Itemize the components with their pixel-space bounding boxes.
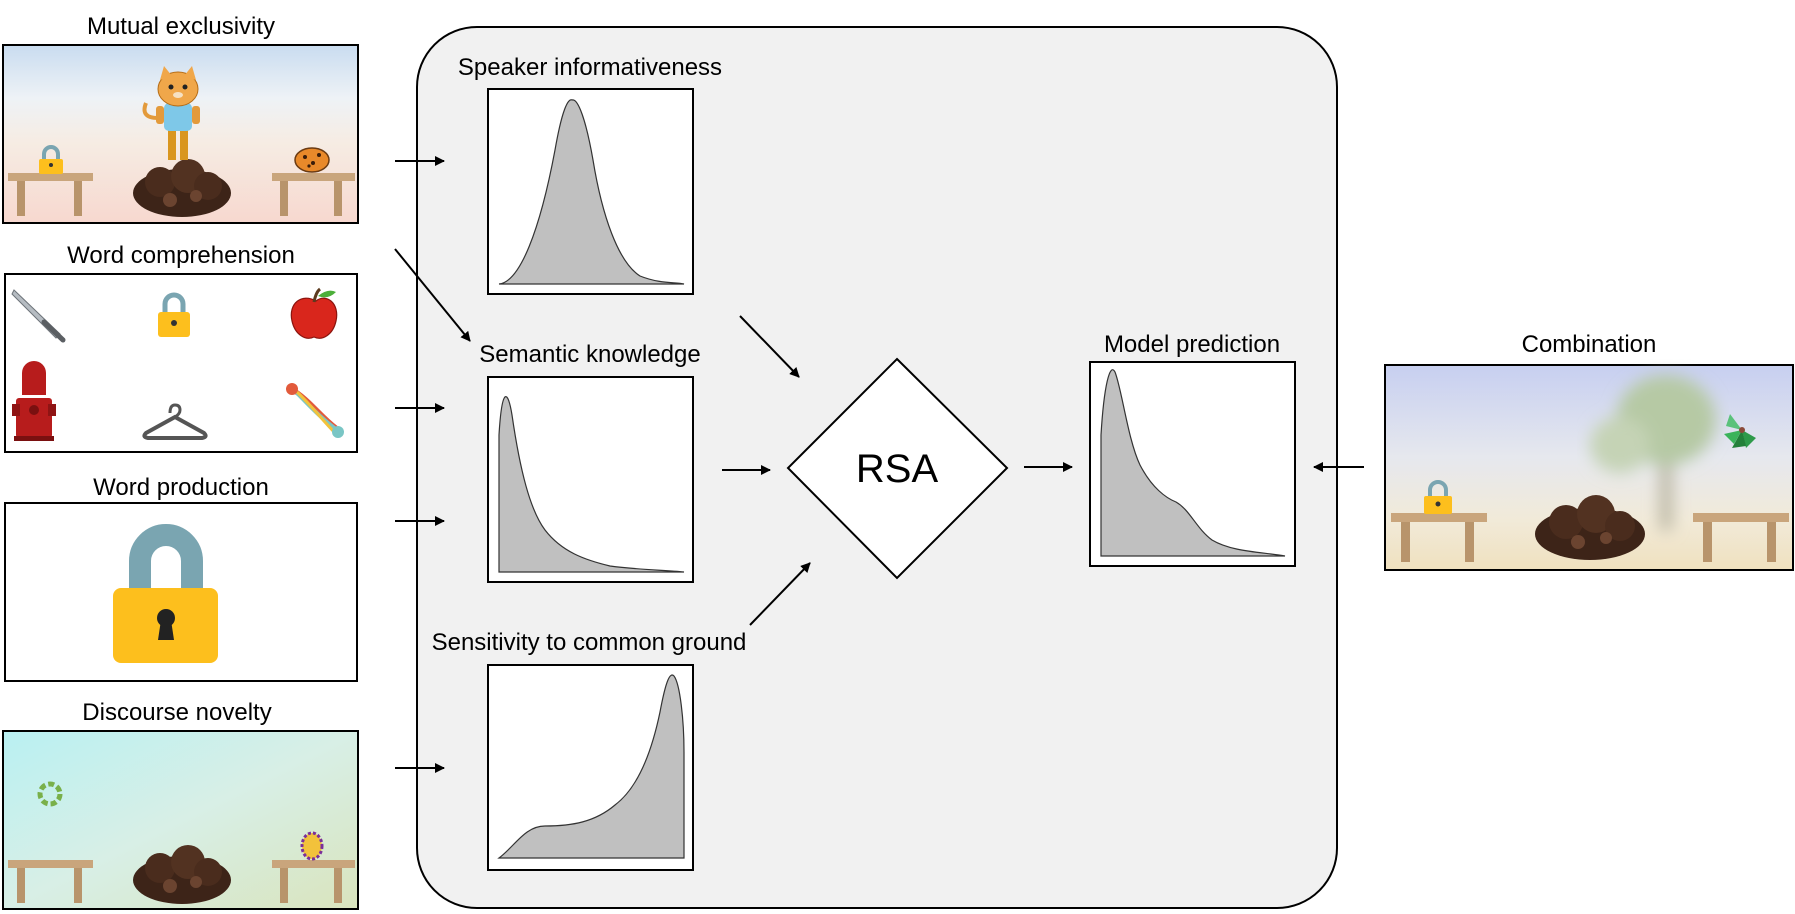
cookie-icon [294, 147, 330, 173]
semantic-knowledge-title: Semantic knowledge [479, 341, 700, 368]
knife-icon [11, 289, 66, 343]
combination-title: Combination [1522, 331, 1657, 358]
table-icon [8, 173, 93, 216]
arrow-speaker-to-rsa [739, 315, 800, 378]
table-icon [272, 860, 355, 903]
table-icon [272, 173, 355, 216]
speaker-informativeness-title: Speaker informativeness [458, 54, 722, 81]
arrow-common-ground-to-rsa [749, 562, 811, 626]
discourse-novelty-title: Discourse novelty [82, 699, 271, 726]
rope-toy-icon [286, 383, 344, 438]
table-icon [1391, 513, 1487, 562]
fire-hydrant-icon [12, 361, 56, 441]
mutual-exclusivity-panel [2, 44, 359, 224]
table-icon [1693, 513, 1789, 562]
word-production-title: Word production [93, 474, 269, 501]
apple-icon [290, 287, 338, 339]
dirt-mound-icon [1535, 495, 1645, 560]
common-ground-title: Sensitivity to common ground [432, 629, 747, 656]
discourse-novelty-panel [2, 730, 359, 910]
word-comprehension-panel [4, 273, 358, 453]
dirt-mound-icon [133, 845, 231, 904]
dirt-mound-icon [133, 159, 231, 217]
combination-panel [1384, 364, 1794, 571]
hanger-icon [142, 403, 208, 440]
word-comprehension-title: Word comprehension [67, 242, 295, 269]
table-icon [8, 860, 93, 903]
ring-icon [37, 781, 63, 807]
egg-icon [300, 831, 324, 861]
mutual-exclusivity-title: Mutual exclusivity [87, 13, 275, 40]
lock-icon [158, 292, 190, 337]
lock-icon [113, 524, 218, 663]
semantic-knowledge-distribution [487, 376, 694, 583]
tree-icon [1590, 375, 1716, 530]
model-prediction-distribution [1089, 361, 1296, 567]
cat-character-icon [142, 66, 200, 160]
lock-icon [39, 145, 63, 174]
common-ground-distribution [487, 664, 694, 871]
word-production-panel [4, 502, 358, 682]
pinwheel-icon [1724, 414, 1756, 448]
rsa-label: RSA [856, 447, 939, 491]
rsa-node: RSA [786, 357, 1009, 580]
model-prediction-title: Model prediction [1104, 331, 1280, 358]
speaker-informativeness-distribution [487, 88, 694, 295]
arrows [394, 156, 1364, 773]
arrow-comprehension-to-semantic [394, 248, 471, 342]
lock-icon [1424, 480, 1452, 514]
